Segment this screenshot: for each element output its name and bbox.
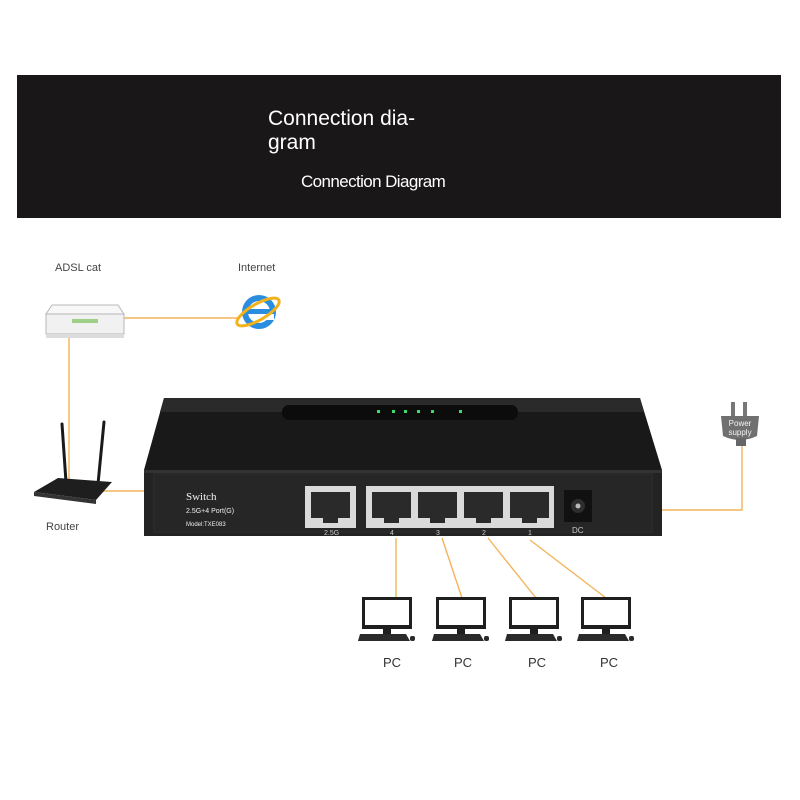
internet-explorer-icon — [235, 295, 281, 329]
internet-label: Internet — [238, 262, 276, 274]
pc-group — [358, 597, 634, 641]
switch-ports-desc: 2.5G+4 Port(G) — [186, 508, 235, 515]
pc-label-2: PC — [453, 655, 473, 670]
switch-model: Model:TXE083 — [186, 522, 226, 528]
port-label-4: 4 — [390, 530, 394, 537]
router-icon — [34, 420, 112, 504]
port-label-2-5g: 2.5G — [324, 530, 340, 537]
mouse-icon — [410, 636, 415, 641]
pc-label-3: PC — [527, 655, 547, 670]
banner-title: Connection dia- gram — [268, 107, 416, 154]
pc-icon — [432, 597, 489, 641]
router-label: Router — [46, 521, 80, 533]
port-label-3: 3 — [436, 530, 440, 537]
adsl-label: ADSL cat — [55, 262, 102, 274]
switch-device — [144, 398, 662, 536]
port-3 — [418, 492, 457, 523]
power-supply-label: Power supply — [728, 419, 752, 437]
port-2 — [464, 492, 503, 523]
port-1 — [510, 492, 549, 523]
pc-label-1: PC — [382, 655, 402, 670]
pc-icon — [577, 597, 634, 641]
switch-name: Switch — [186, 491, 217, 503]
mouse-icon — [629, 636, 634, 641]
cable-port2-pc3 — [487, 537, 537, 599]
cable-port1-pc4 — [529, 539, 607, 599]
led-lights — [377, 410, 462, 413]
pc-label-4: PC — [599, 655, 619, 670]
cable-port3-pc2 — [441, 537, 463, 599]
pc-icon — [358, 597, 415, 641]
cable-modem-router — [68, 338, 92, 491]
mouse-icon — [484, 636, 489, 641]
power-plug-icon — [721, 402, 759, 446]
port-label-2: 2 — [482, 530, 486, 537]
mouse-icon — [557, 636, 562, 641]
dc-label: DC — [572, 526, 584, 535]
modem-icon — [45, 304, 125, 338]
port-4 — [372, 492, 411, 523]
banner-subtitle: Connection Diagram — [301, 172, 446, 191]
banner: Connection dia- gram Connection Diagram — [17, 75, 781, 218]
port-label-1: 1 — [528, 530, 532, 537]
port-2-5g — [305, 486, 356, 528]
led-panel — [282, 405, 518, 420]
pc-icon — [505, 597, 562, 641]
